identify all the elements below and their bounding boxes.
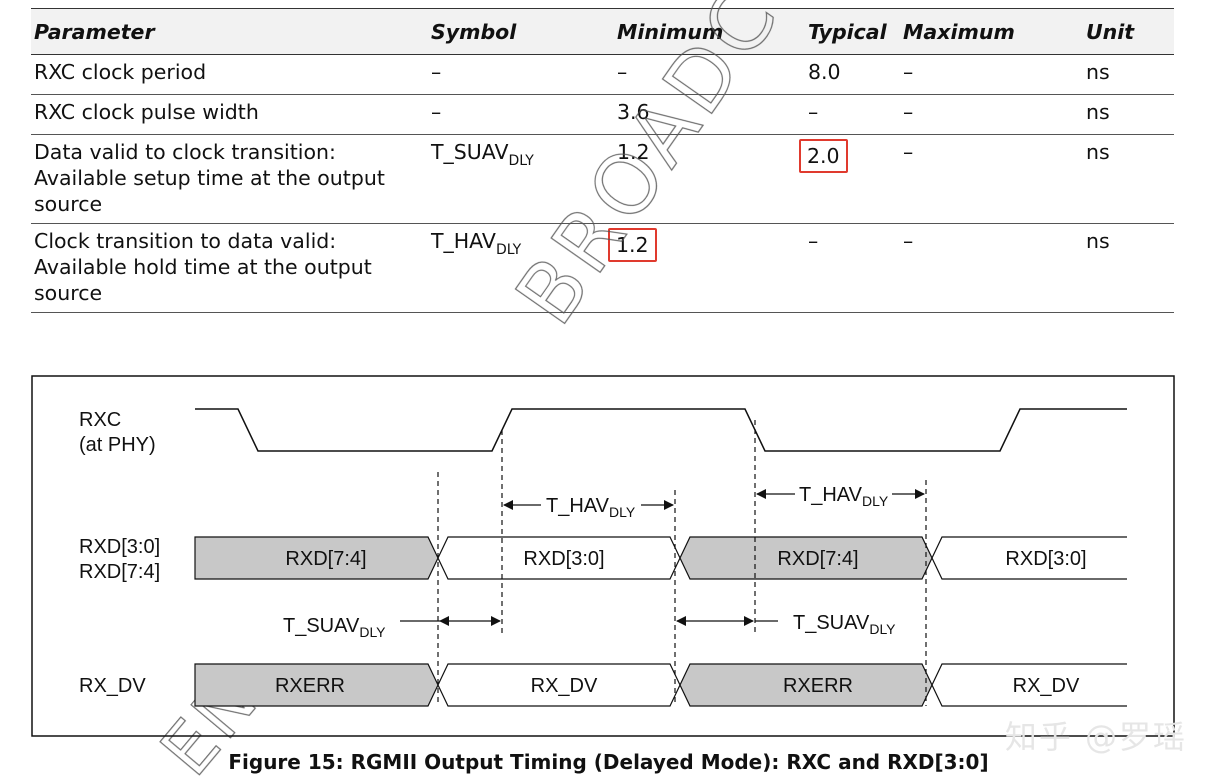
rxd-segment-shaded xyxy=(194,536,439,580)
rxdv-segment-label: RXERR xyxy=(275,675,345,697)
figure-caption: Figure 15: RGMII Output Timing (Delayed … xyxy=(228,750,989,774)
label-rxc-sub: (at PHY) xyxy=(79,434,156,456)
corner-watermark: 知乎 @罗瑶 xyxy=(1004,718,1187,756)
column-header-symbol: Symbol xyxy=(428,8,614,55)
cell-maximum: – xyxy=(900,223,1083,313)
t-hav-label: T_HAVDLY xyxy=(799,484,889,509)
table-row: RXC clock period – – 8.0 – ns xyxy=(31,54,1174,95)
column-header-parameter: Parameter xyxy=(31,8,428,55)
label-rxd-line1: RXD[3:0] xyxy=(79,536,160,558)
label-rx-dv: RX_DV xyxy=(79,675,146,697)
rxd-bus: RXD[7:4] RXD[3:0] RXD[7:4] RXD[3:0] xyxy=(194,536,1127,580)
cell-symbol: – xyxy=(428,54,614,95)
t-hav-annotation-1: T_HAVDLY xyxy=(503,495,674,520)
column-header-minimum: Minimum xyxy=(614,8,805,55)
rxdv-segment-label: RX_DV xyxy=(1013,675,1080,697)
t-hav-label: T_HAVDLY xyxy=(546,495,636,520)
rxdv-segment xyxy=(931,663,1127,707)
cell-typical: 2.0 xyxy=(799,134,900,224)
column-header-typical: Typical xyxy=(805,8,900,55)
cell-parameter: RXC clock pulse width xyxy=(31,94,428,135)
rxdv-segment-label: RXERR xyxy=(783,675,853,697)
t-hav-annotation-2: T_HAVDLY xyxy=(756,484,925,509)
cell-parameter: Clock transition to data valid: Availabl… xyxy=(31,223,428,313)
highlight-box: 2.0 xyxy=(799,139,848,173)
rxd-segment xyxy=(931,536,1127,580)
cell-typical: – xyxy=(805,223,900,313)
cell-minimum: – xyxy=(614,54,805,95)
rxd-segment-label: RXD[7:4] xyxy=(285,548,366,570)
cell-maximum: – xyxy=(900,94,1083,135)
watermark-text: BROADCOM xyxy=(499,0,884,341)
table-header-row: Parameter Symbol Minimum Typical Maximum… xyxy=(31,8,1174,55)
cell-parameter: RXC clock period xyxy=(31,54,428,95)
cell-minimum: 1.2 xyxy=(608,223,805,313)
watermark: BROADCOM EN xyxy=(145,0,885,780)
diagram-frame xyxy=(31,375,1175,737)
rxdv-bus: RXERR RX_DV RXERR RX_DV xyxy=(194,663,1127,707)
table-row: Data valid to clock transition: Availabl… xyxy=(31,134,1174,224)
t-suav-label: T_SUAVDLY xyxy=(283,615,386,640)
table-row: Clock transition to data valid: Availabl… xyxy=(31,223,1174,313)
t-suav-label: T_SUAVDLY xyxy=(793,612,896,637)
label-rxd-line2: RXD[7:4] xyxy=(79,561,160,583)
rxc-waveform xyxy=(195,408,1127,452)
rxd-segment-label: RXD[7:4] xyxy=(777,548,858,570)
cell-maximum: – xyxy=(900,134,1083,224)
column-header-unit: Unit xyxy=(1083,8,1174,55)
timing-reference-lines xyxy=(437,420,927,706)
cell-unit: ns xyxy=(1083,54,1174,95)
rxd-segment-label: RXD[3:0] xyxy=(1005,548,1086,570)
cell-typical: – xyxy=(805,94,900,135)
highlight-box: 1.2 xyxy=(608,228,657,262)
column-header-maximum: Maximum xyxy=(900,8,1083,55)
cell-symbol: – xyxy=(428,94,614,135)
cell-unit: ns xyxy=(1083,134,1174,224)
table-row: RXC clock pulse width – 3.6 – – ns xyxy=(31,94,1174,135)
t-suav-annotation-1: T_SUAVDLY xyxy=(283,615,501,640)
cell-minimum: 1.2 xyxy=(614,134,805,224)
cell-symbol: T_SUAVDLY xyxy=(428,134,614,224)
label-rxc: RXC xyxy=(79,409,121,431)
cell-typical: 8.0 xyxy=(805,54,900,95)
t-suav-annotation-2: T_SUAVDLY xyxy=(676,612,896,637)
cell-maximum: – xyxy=(900,54,1083,95)
rxdv-segment-shaded xyxy=(194,663,439,707)
cell-unit: ns xyxy=(1083,94,1174,135)
rxd-segment-label: RXD[3:0] xyxy=(523,548,604,570)
timing-spec-table: Parameter Symbol Minimum Typical Maximum… xyxy=(31,8,1174,313)
cell-unit: ns xyxy=(1083,223,1174,313)
cell-minimum: 3.6 xyxy=(614,94,805,135)
rxdv-segment-label: RX_DV xyxy=(531,675,598,697)
cell-symbol: T_HAVDLY xyxy=(428,223,614,313)
cell-parameter: Data valid to clock transition: Availabl… xyxy=(31,134,428,224)
